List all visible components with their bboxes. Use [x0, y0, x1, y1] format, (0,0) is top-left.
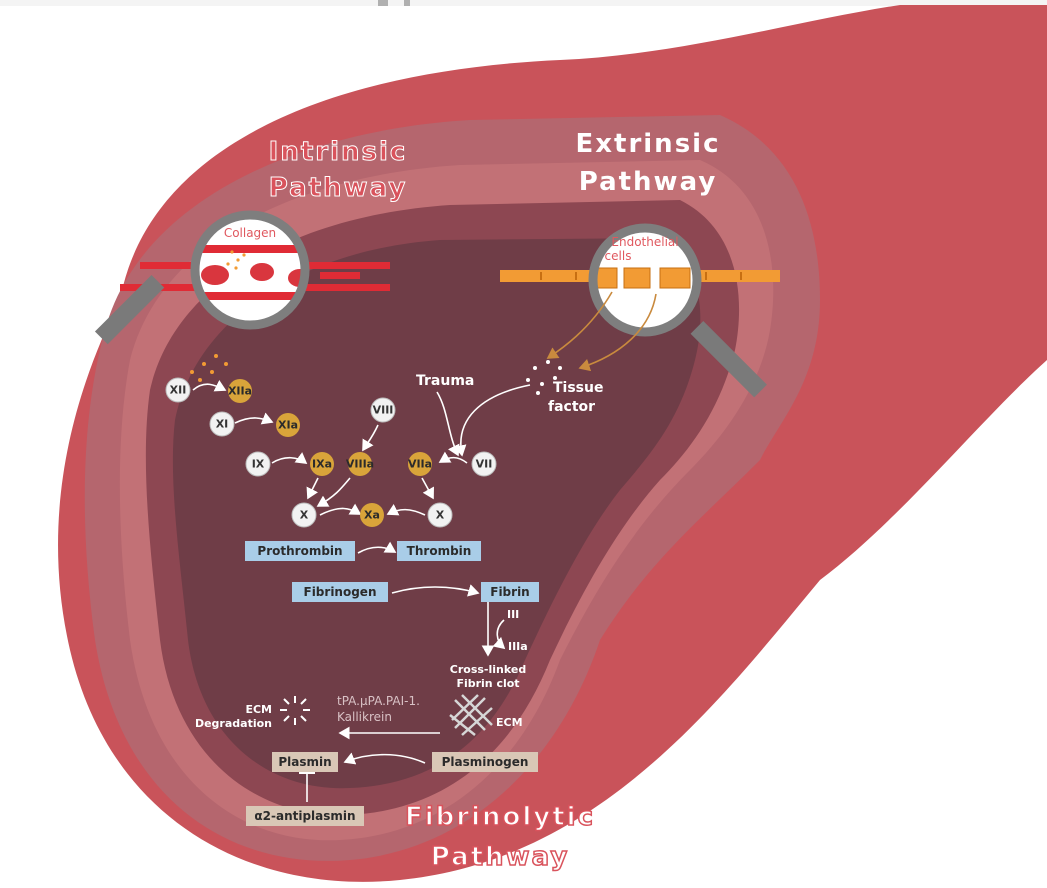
- factor-VII: VII: [471, 451, 497, 477]
- svg-text:VIIIa: VIIIa: [346, 458, 374, 471]
- factor-X-left: X: [291, 502, 317, 528]
- factor-IXa: IXa: [310, 452, 334, 476]
- prothrombin-box: Prothrombin: [245, 541, 355, 561]
- fibrinolytic-title-line1: Fibrinolytic: [405, 802, 595, 832]
- svg-text:Thrombin: Thrombin: [407, 544, 472, 558]
- crosslinked-label-line1: Cross-linked: [450, 663, 526, 676]
- crosslinked-label-line2: Fibrin clot: [456, 677, 519, 690]
- thrombin-box: Thrombin: [397, 541, 481, 561]
- activation-dots: [190, 354, 228, 382]
- svg-text:VII: VII: [476, 458, 493, 471]
- collagen-label: Collagen: [224, 226, 276, 240]
- tissue-factor-dots: [526, 360, 562, 395]
- svg-text:XII: XII: [170, 384, 187, 397]
- factor-XIa: XIa: [276, 413, 300, 437]
- svg-text:α2-antiplasmin: α2-antiplasmin: [254, 809, 355, 823]
- burst-icon: [280, 696, 310, 725]
- fibrinolytic-title-line2: Pathway: [431, 842, 570, 872]
- endothelial-label-line2: cells: [605, 249, 632, 263]
- intrinsic-title-line2: Pathway: [269, 173, 408, 203]
- svg-text:Prothrombin: Prothrombin: [257, 544, 342, 558]
- factor-XII: XII: [165, 377, 191, 403]
- fibrinogen-box: Fibrinogen: [292, 582, 388, 602]
- svg-text:IXa: IXa: [312, 458, 332, 471]
- ecm-degradation-label-line1: ECM: [245, 703, 272, 716]
- factor-IIIa-label: IIIa: [508, 640, 528, 653]
- tissue-factor-label-line1: Tissue: [553, 380, 603, 396]
- svg-text:X: X: [436, 509, 445, 522]
- factor-IX: IX: [245, 451, 271, 477]
- svg-text:X: X: [300, 509, 309, 522]
- fibrin-box: Fibrin: [481, 582, 539, 602]
- activators-label-line1: tPA.µPA.PAI-1.: [337, 694, 420, 708]
- factor-Xa: Xa: [360, 503, 384, 527]
- svg-text:Plasminogen: Plasminogen: [442, 755, 529, 769]
- svg-text:XIIa: XIIa: [228, 385, 252, 398]
- plasminogen-box: Plasminogen: [432, 752, 538, 772]
- factor-VIIa: VIIa: [408, 452, 432, 476]
- svg-text:XI: XI: [216, 418, 229, 431]
- fibrin-mesh-icon: [449, 694, 493, 736]
- tissue-factor-label-line2: factor: [548, 399, 595, 415]
- extrinsic-title-line2: Pathway: [579, 167, 718, 197]
- svg-text:Xa: Xa: [364, 509, 380, 522]
- ecm-degradation-label-line2: Degradation: [195, 717, 272, 730]
- endothelial-to-tf-arrow-2: [578, 293, 657, 372]
- activators-label-line2: Kallikrein: [337, 710, 392, 724]
- svg-text:VIIa: VIIa: [408, 458, 432, 471]
- factor-III-label: III: [507, 608, 519, 621]
- svg-text:Fibrin: Fibrin: [490, 585, 529, 599]
- svg-text:XIa: XIa: [278, 419, 298, 432]
- factor-XIIa: XIIa: [228, 379, 252, 403]
- trauma-label: Trauma: [416, 373, 474, 389]
- plasmin-box: Plasmin: [272, 752, 338, 772]
- endothelial-label-line1: Endothelial: [611, 235, 678, 249]
- extrinsic-title-line1: Extrinsic: [575, 129, 720, 159]
- factor-X-right: X: [427, 502, 453, 528]
- intrinsic-title-line1: Intrinsic: [269, 137, 408, 167]
- intrinsic-magnifier-icon: [94, 210, 310, 345]
- factor-VIII: VIII: [370, 397, 396, 423]
- ecm-label: ECM: [496, 716, 523, 729]
- svg-text:VIII: VIII: [373, 404, 394, 417]
- svg-text:IX: IX: [252, 458, 265, 471]
- factor-VIIIa: VIIIa: [346, 452, 374, 476]
- svg-text:Plasmin: Plasmin: [278, 755, 331, 769]
- factor-XI: XI: [209, 411, 235, 437]
- antiplasmin-box: α2-antiplasmin: [246, 806, 364, 826]
- svg-text:Fibrinogen: Fibrinogen: [304, 585, 377, 599]
- endothelial-to-tf-arrow: [546, 291, 613, 359]
- extrinsic-magnifier-icon: [588, 223, 767, 398]
